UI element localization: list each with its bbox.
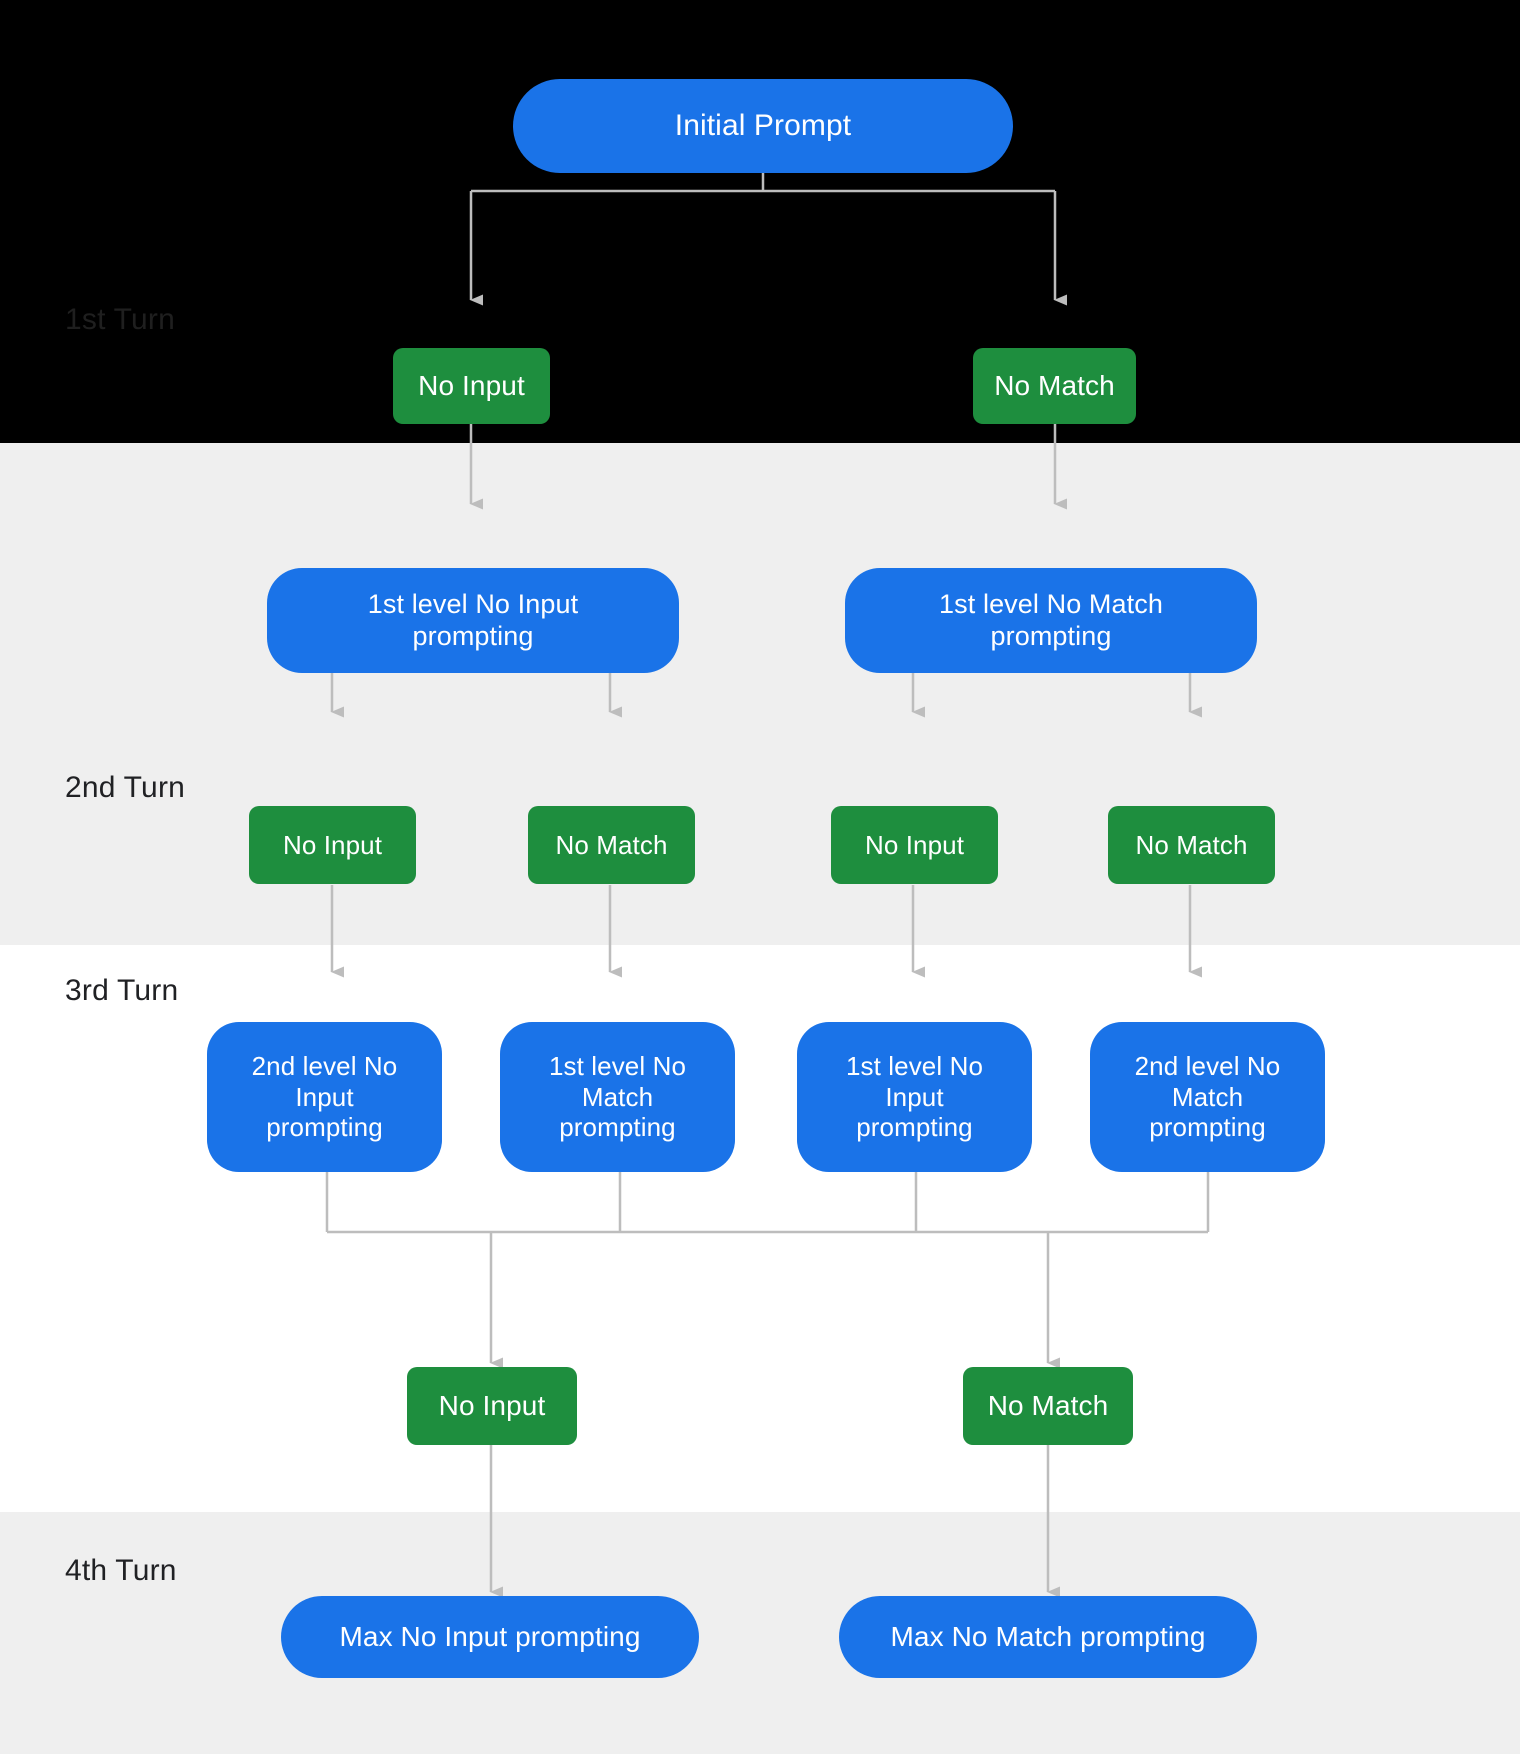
turn-band-1 bbox=[0, 0, 1520, 443]
node-t3-prompt-1st-no-input[interactable]: 1st level No Input prompting bbox=[797, 1022, 1032, 1172]
turn-label-2: 2nd Turn bbox=[65, 771, 186, 804]
node-t1-no-input[interactable]: No Input bbox=[393, 348, 550, 424]
node-t3-no-input[interactable]: No Input bbox=[407, 1367, 577, 1445]
node-t2-prompt-no-input[interactable]: 1st level No Input prompting bbox=[267, 568, 679, 673]
turn-label-3: 3rd Turn bbox=[65, 974, 179, 1007]
node-initial-prompt[interactable]: Initial Prompt bbox=[513, 79, 1013, 173]
node-t2-no-input-b[interactable]: No Input bbox=[831, 806, 998, 884]
turn-label-4: 4th Turn bbox=[65, 1554, 177, 1587]
node-t2-no-match-a[interactable]: No Match bbox=[528, 806, 695, 884]
node-t4-max-no-match[interactable]: Max No Match prompting bbox=[839, 1596, 1257, 1678]
node-t3-prompt-2nd-no-match[interactable]: 2nd level No Match prompting bbox=[1090, 1022, 1325, 1172]
node-t3-prompt-2nd-no-input[interactable]: 2nd level No Input prompting bbox=[207, 1022, 442, 1172]
node-t3-no-match[interactable]: No Match bbox=[963, 1367, 1133, 1445]
node-t1-no-match[interactable]: No Match bbox=[973, 348, 1136, 424]
turn-band-2 bbox=[0, 443, 1520, 945]
node-t2-no-match-b[interactable]: No Match bbox=[1108, 806, 1275, 884]
node-t2-prompt-no-match[interactable]: 1st level No Match prompting bbox=[845, 568, 1257, 673]
turn-band-4 bbox=[0, 1512, 1520, 1754]
node-t3-prompt-1st-no-match[interactable]: 1st level No Match prompting bbox=[500, 1022, 735, 1172]
node-t2-no-input-a[interactable]: No Input bbox=[249, 806, 416, 884]
turn-label-1: 1st Turn bbox=[65, 303, 175, 336]
node-t4-max-no-input[interactable]: Max No Input prompting bbox=[281, 1596, 699, 1678]
